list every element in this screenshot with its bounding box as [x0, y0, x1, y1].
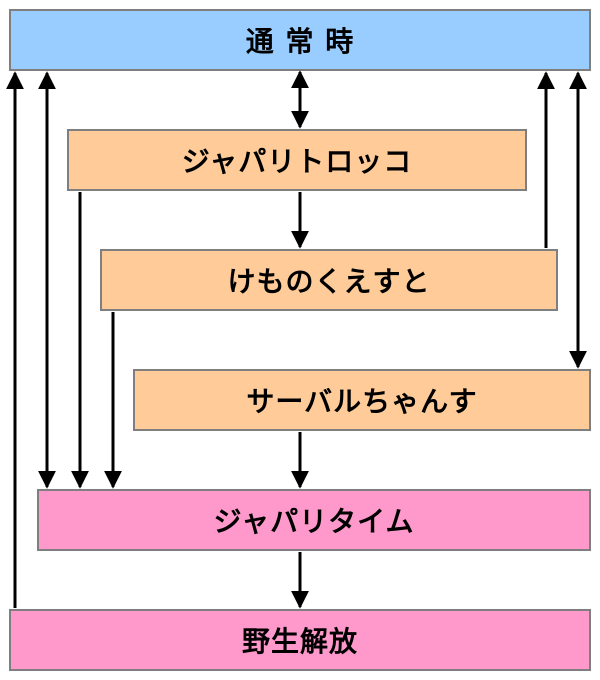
- node-serval-chance: サーバルちゃんす: [133, 369, 591, 431]
- node-japari-time: ジャパリタイム: [37, 489, 591, 551]
- node-normal: 通 常 時: [9, 9, 591, 71]
- node-japari-trolley: ジャパリトロッコ: [67, 129, 527, 191]
- node-yasei-kaiho: 野生解放: [9, 609, 591, 671]
- node-kemono-quest: けものくえすと: [100, 249, 558, 311]
